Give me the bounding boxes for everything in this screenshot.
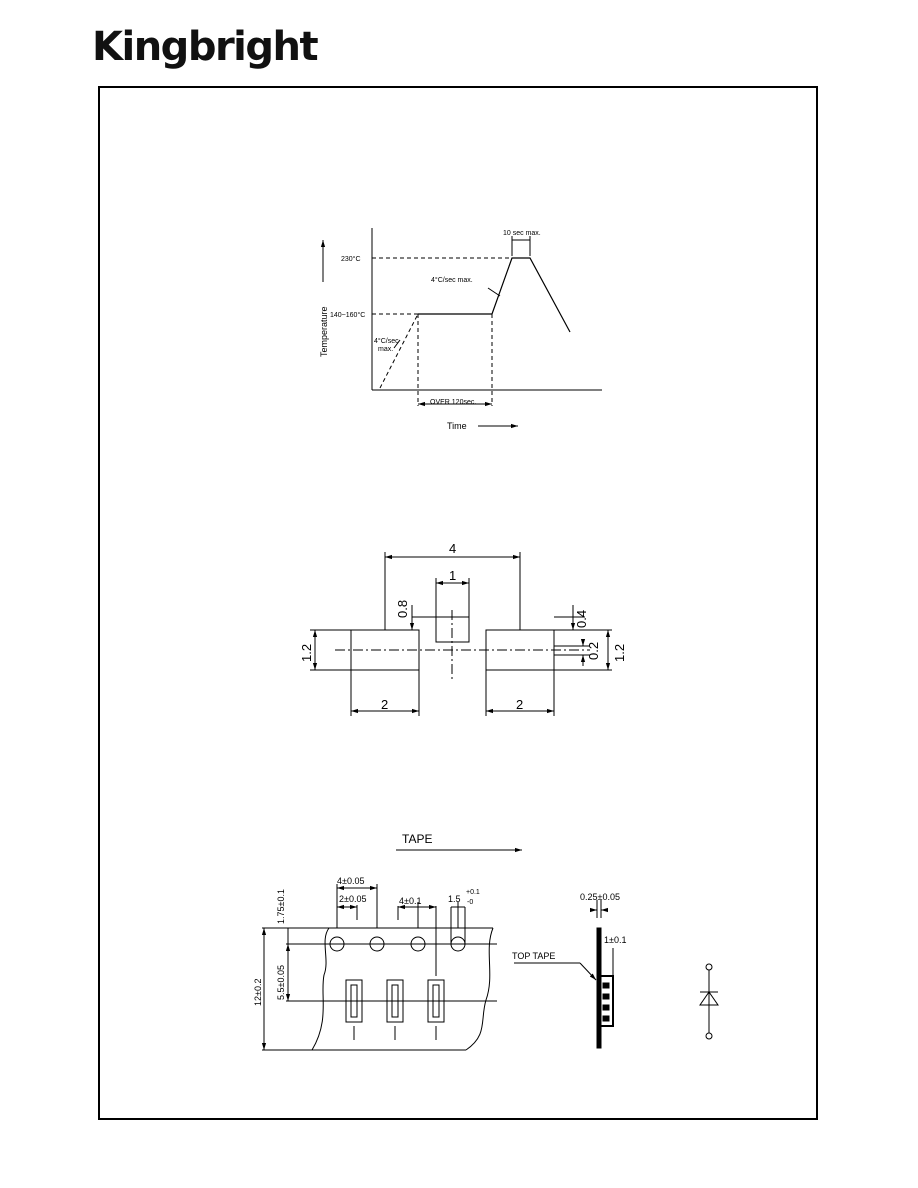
- left-height-label: 1.2: [299, 644, 314, 662]
- drawing-frame: [98, 86, 818, 1120]
- top-tape-label: TOP TAPE: [512, 951, 555, 961]
- tape-width-label: 12±0.2: [253, 979, 263, 1006]
- time-axis-label: Time: [447, 421, 467, 431]
- tape-drawing: [261, 847, 719, 1051]
- temperature-axis-label: Temperature: [319, 306, 329, 357]
- edge-dim-label: 1.75±0.1: [276, 889, 286, 924]
- pocket-pitch-label: 4±0.1: [399, 896, 421, 906]
- right-height-label: 1.2: [612, 644, 627, 662]
- half-pitch-label: 2±0.05: [339, 894, 366, 904]
- kingbright-logo: Kingbright: [92, 24, 319, 70]
- pad-layout: [310, 552, 612, 716]
- profile-curve: [418, 257, 571, 333]
- soldering-profile: [320, 228, 602, 429]
- row-offset-label: 5.5±0.05: [276, 965, 286, 1000]
- preheat-ramp-label-1: 4°C/sec: [374, 337, 399, 345]
- center-width-label: 1: [449, 568, 456, 583]
- ramp-up-label: 4°C/sec max.: [431, 276, 473, 284]
- right-width-label: 2: [516, 697, 523, 712]
- preheat-ramp-label-2: max.: [378, 346, 393, 353]
- left-width-label: 2: [381, 697, 388, 712]
- hole-pitch-label: 4±0.05: [337, 876, 364, 886]
- preheat-temp-label: 140~160°C: [330, 311, 365, 319]
- hole-dia-plus-label: +0.1: [466, 889, 480, 896]
- depth-label: 1±0.1: [604, 935, 626, 945]
- thickness-label: 0.25±0.05: [580, 892, 620, 902]
- right-top-label: 0.4: [574, 610, 589, 628]
- center-gap-label: 0.2: [586, 642, 601, 660]
- hole-dia-label: 1.5: [448, 894, 461, 904]
- pad-pitch-label: 4: [449, 541, 456, 556]
- gap-top-label: 0.8: [395, 600, 410, 618]
- preheat-time-label: OVER 120sec.: [430, 399, 476, 406]
- peak-time-label: 10 sec max.: [503, 230, 541, 237]
- hole-dia-minus-label: -0: [467, 899, 473, 906]
- tape-direction-label: TAPE: [402, 832, 432, 846]
- peak-temp-label: 230°C: [341, 255, 361, 263]
